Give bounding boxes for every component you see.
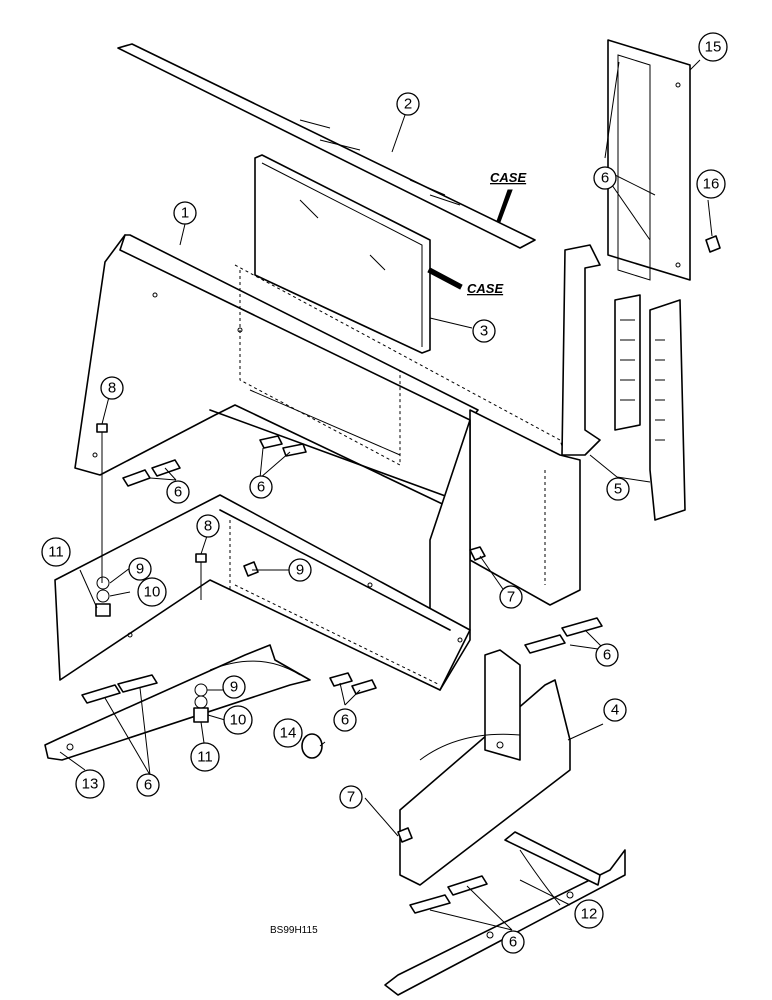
callout-8-a: 8	[100, 376, 124, 400]
callout-8-b-label: 8	[204, 518, 212, 535]
callout-14: 14	[273, 718, 303, 748]
callout-5-label: 5	[614, 481, 622, 498]
part-4-lower-bracket	[399, 649, 571, 886]
callout-6-g-label: 6	[509, 934, 517, 951]
callout-13-label: 13	[82, 776, 99, 793]
callout-12-label: 12	[581, 906, 598, 923]
callout-8-b: 8	[196, 514, 220, 538]
case-logo-upper: CASE	[490, 170, 526, 185]
callout-6-c-label: 6	[257, 479, 265, 496]
callout-16-label: 16	[703, 176, 720, 193]
callout-7-a: 7	[499, 585, 523, 609]
callout-6-f-label: 6	[144, 777, 152, 794]
part-13-left-bracket	[44, 644, 311, 761]
part-6-pads	[81, 435, 603, 914]
callout-11-a-label: 11	[48, 544, 64, 561]
case-decal-lower: CASE	[427, 267, 503, 296]
drawing-code: BS99H115	[270, 925, 318, 936]
callout-11-b: 11	[190, 742, 220, 772]
callout-4: 4	[603, 698, 627, 722]
part-4-side-enclosure	[429, 409, 581, 691]
callout-6-a-label: 6	[601, 170, 609, 187]
part-5-foam-pads	[561, 244, 686, 521]
callout-6-d: 6	[595, 643, 619, 667]
callout-10-b: 10	[223, 705, 253, 735]
callout-10-a: 10	[137, 577, 167, 607]
callout-16: 16	[696, 169, 726, 199]
callout-9-b: 9	[288, 558, 312, 582]
callout-5: 5	[606, 477, 630, 501]
callout-6-f: 6	[136, 773, 160, 797]
hardware	[95, 235, 721, 843]
callout-9-a-label: 9	[136, 561, 144, 578]
callout-9-c-label: 9	[230, 679, 238, 696]
callout-6-e-label: 6	[341, 712, 349, 729]
callout-6-e: 6	[333, 708, 357, 732]
callout-6-b-label: 6	[174, 484, 182, 501]
callout-13: 13	[75, 769, 105, 799]
callout-1-label: 1	[181, 205, 189, 222]
callout-6-c: 6	[249, 475, 273, 499]
part-2-top-glass	[117, 43, 536, 249]
callout-9-a: 9	[128, 557, 152, 581]
callout-6-d-label: 6	[603, 647, 611, 664]
callout-15-label: 15	[705, 39, 722, 56]
callout-6-a: 6	[593, 166, 617, 190]
callout-2: 2	[396, 92, 420, 116]
callout-9-b-label: 9	[296, 562, 304, 579]
case-logo-lower: CASE	[467, 281, 503, 296]
callout-12: 12	[574, 899, 604, 929]
callout-6-b: 6	[166, 480, 190, 504]
callout-10-a-label: 10	[144, 584, 161, 601]
lower-frame	[54, 494, 471, 691]
callout-2-label: 2	[404, 96, 412, 113]
callout-3: 3	[472, 319, 496, 343]
callout-7-b-label: 7	[347, 789, 355, 806]
part-15-plate	[607, 39, 691, 281]
callout-11-a: 11	[41, 537, 71, 567]
case-decal-upper: CASE	[490, 170, 526, 223]
callout-14-label: 14	[280, 725, 297, 742]
callout-7-b: 7	[339, 785, 363, 809]
callout-7-a-label: 7	[507, 589, 515, 606]
callout-3-label: 3	[480, 323, 488, 340]
callout-6-g: 6	[501, 930, 525, 954]
callout-11-b-label: 11	[197, 749, 213, 766]
part-14-plug	[301, 733, 323, 759]
callout-8-a-label: 8	[108, 380, 116, 397]
callout-15: 15	[698, 32, 728, 62]
callout-1: 1	[173, 201, 197, 225]
callout-4-label: 4	[611, 702, 619, 719]
callout-10-b-label: 10	[230, 712, 247, 729]
part-3-window	[254, 154, 431, 354]
callout-9-c: 9	[222, 675, 246, 699]
